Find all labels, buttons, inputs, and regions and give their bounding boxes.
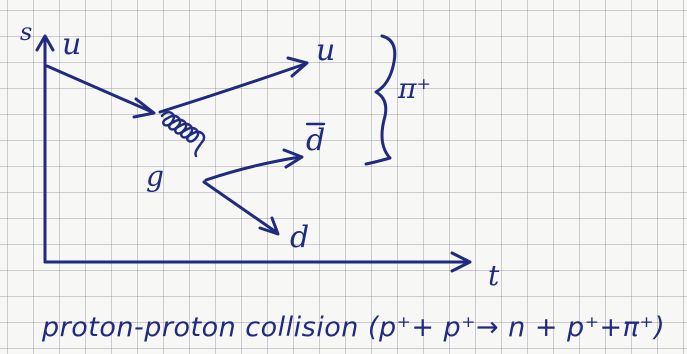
diagram-caption: proton-proton collision (p⁺+ p⁺→ n + p⁺+… — [41, 312, 665, 343]
vertical-axis-arrowhead — [35, 34, 55, 52]
axis-y-label: s — [20, 18, 32, 46]
pion-brace — [364, 34, 397, 166]
gluon-line — [160, 111, 206, 158]
incoming-quark-arrowhead — [132, 97, 156, 119]
axis-x-label: t — [488, 259, 500, 292]
outgoing-up-quark-arrowhead — [286, 56, 309, 78]
antidown-quark-line — [204, 148, 304, 182]
incoming-quark-line — [45, 64, 156, 119]
down-quark-line — [202, 180, 280, 236]
incoming-quark-label: u — [62, 27, 81, 62]
horizontal-axis-arrowhead — [450, 251, 472, 273]
antidown-quark-label: d — [306, 123, 325, 158]
outgoing-up-quark-label: u — [316, 33, 335, 68]
pion-label: π⁺ — [397, 72, 431, 105]
gluon-label: g — [146, 160, 164, 193]
axes — [35, 34, 472, 273]
down-quark-label: d — [290, 220, 309, 255]
outgoing-up-quark-line — [158, 56, 309, 114]
down-quark-arrowhead — [258, 216, 280, 236]
antidown-quark-arrowhead — [282, 148, 304, 169]
